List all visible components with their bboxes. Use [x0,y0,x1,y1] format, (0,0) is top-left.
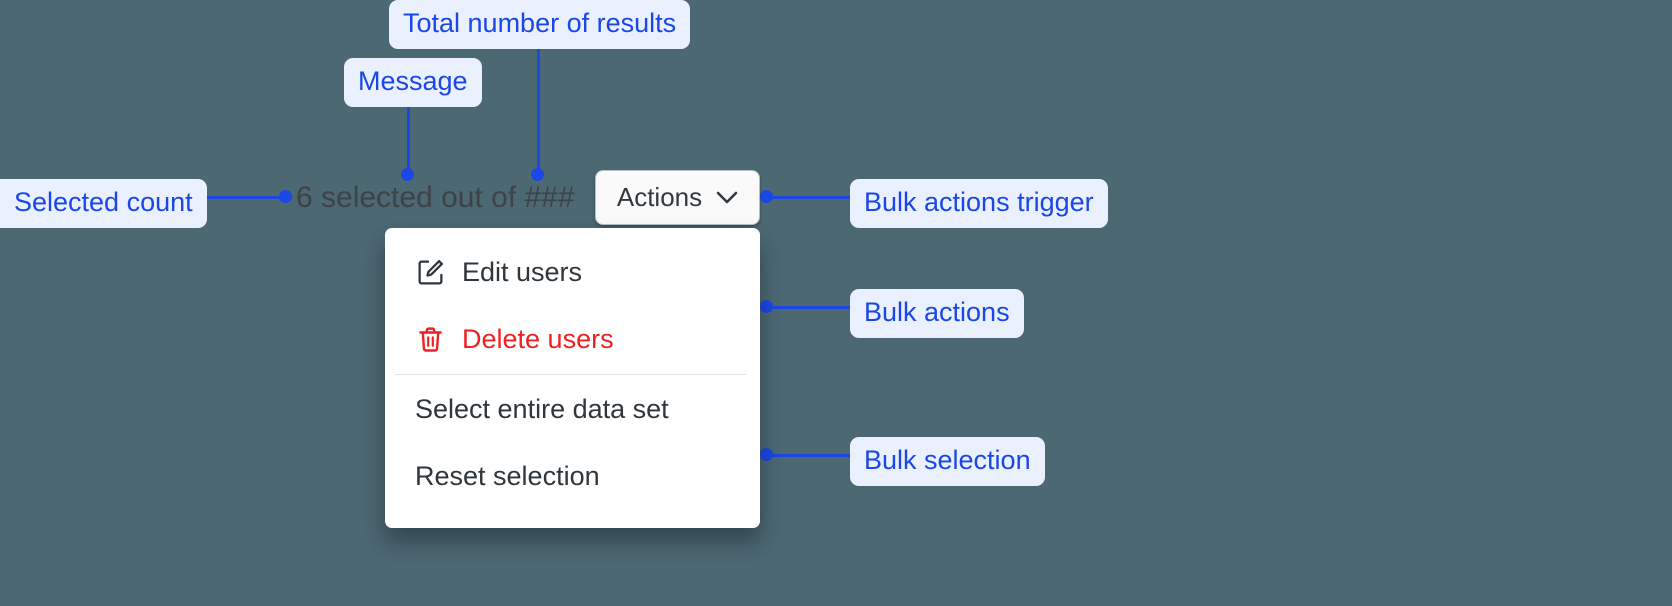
callout-label: Bulk actions [864,297,1010,327]
callout-message: Message [344,58,482,107]
leader-line-bulk-actions [766,306,856,309]
selected-count-value: 6 [296,181,313,214]
callout-label: Total number of results [403,8,677,38]
menu-item-label: Edit users [462,257,583,287]
callout-bulk-actions-trigger: Bulk actions trigger [850,179,1108,228]
leader-line-message [407,93,410,174]
menu-spacer [385,298,760,314]
menu-item-reset-selection[interactable]: Reset selection [385,451,760,502]
callout-bulk-selection: Bulk selection [850,437,1045,486]
chevron-down-icon [716,191,738,205]
menu-spacer [385,435,760,451]
callout-selected-count: Selected count [0,179,207,228]
bulk-actions-trigger-label: Actions [616,182,703,212]
leader-dot-bulk-actions [760,300,773,313]
callout-label: Message [358,66,468,96]
callout-label: Selected count [14,187,193,217]
menu-item-edit-users[interactable]: Edit users [385,247,760,298]
leader-line-total-results [537,40,540,174]
menu-divider [395,374,747,375]
selection-message: 6 selected out of ### [296,180,575,216]
callout-bulk-actions: Bulk actions [850,289,1024,338]
callout-label: Bulk actions trigger [864,187,1094,217]
menu-item-delete-users[interactable]: Delete users [385,314,760,365]
leader-dot-message [401,168,414,181]
menu-item-label: Delete users [462,324,614,354]
leader-dot-bulk-actions-trigger [760,190,773,203]
menu-item-select-entire-data-set[interactable]: Select entire data set [385,384,760,435]
leader-line-bulk-actions-trigger [766,196,856,199]
edit-pencil-icon [415,258,445,288]
leader-dot-bulk-selection [760,448,773,461]
trash-icon [415,325,445,355]
menu-item-label: Reset selection [415,461,600,491]
menu-item-label: Select entire data set [415,394,669,424]
total-results-placeholder: ### [524,181,575,214]
selection-message-middle: selected out of [312,181,525,214]
leader-line-bulk-selection [766,454,856,457]
bulk-actions-menu[interactable]: Edit users Delete users Select entire da… [385,228,760,528]
leader-dot-total-results [531,168,544,181]
callout-label: Bulk selection [864,445,1031,475]
bulk-actions-trigger-button[interactable]: Actions [595,170,760,225]
callout-total-number-of-results: Total number of results [389,0,691,49]
leader-dot-selected-count [279,190,292,203]
leader-line-selected-count [200,196,292,199]
